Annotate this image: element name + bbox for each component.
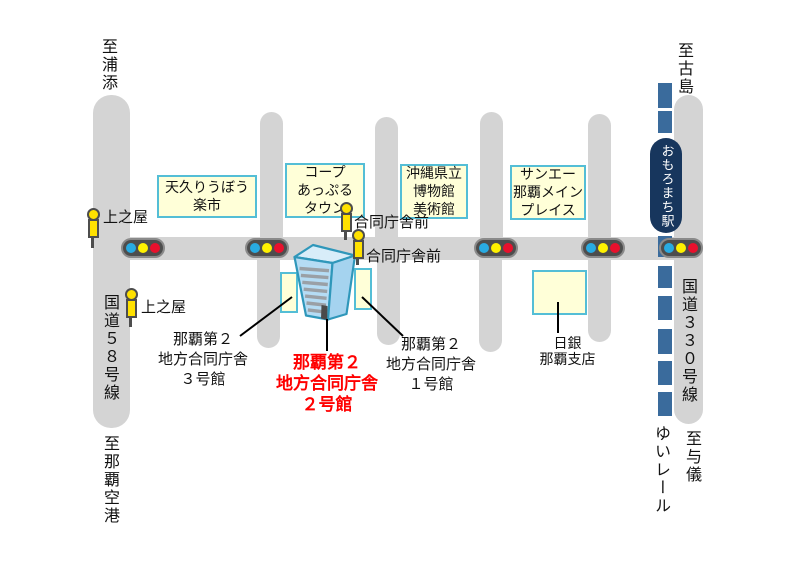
side-street-north-2	[375, 117, 398, 238]
signal-yellow-light	[676, 243, 686, 253]
label-boj-branch: 日銀 那覇支店	[539, 336, 596, 368]
signal-red-light	[688, 243, 698, 253]
bus-stop-icon	[341, 213, 352, 232]
side-street-north-1	[260, 112, 283, 238]
bus-stop-label-uenoya-north: 上之屋	[103, 208, 149, 226]
traffic-light-icon	[245, 238, 289, 258]
bus-stop-icon	[353, 240, 364, 259]
landmark-box-museum: 沖縄県立 博物館 美術館	[400, 164, 468, 219]
bus-stop-icon	[129, 318, 132, 327]
building-window-stripes	[299, 266, 330, 314]
side-street-north-3	[480, 112, 503, 238]
bus-stop-label-godochosha-lower: 合同庁舎前	[366, 247, 442, 265]
monorail-track-dash	[658, 111, 672, 133]
signal-blue-light	[126, 243, 136, 253]
direction-label-urasoe: 至浦添	[99, 38, 118, 92]
monorail-track-dash	[658, 361, 672, 385]
signal-blue-light	[479, 243, 489, 253]
monorail-line-label: ゆいレール	[652, 425, 671, 515]
label-building-2-highlight: 那覇第２ 地方合同庁舎 ２号館	[276, 353, 378, 415]
monorail-track-dash	[658, 296, 672, 320]
signal-blue-light	[250, 243, 260, 253]
monorail-station-label: おもろまち駅	[658, 143, 674, 228]
signal-blue-light	[586, 243, 596, 253]
signal-yellow-light	[138, 243, 148, 253]
signal-red-light	[274, 243, 284, 253]
signal-yellow-light	[598, 243, 608, 253]
direction-label-naha-airport: 至那覇空港	[101, 435, 120, 525]
landmark-label-museum: 沖縄県立 博物館 美術館	[406, 165, 462, 218]
building-1-box	[354, 268, 372, 310]
side-street-south-3	[479, 259, 502, 352]
signal-red-light	[150, 243, 160, 253]
boj-box	[532, 270, 587, 315]
label-building-3: 那覇第２ 地方合同庁舎 ３号館	[157, 330, 248, 388]
traffic-light-icon	[581, 238, 625, 258]
monorail-station-badge: おもろまち駅	[650, 138, 682, 233]
landmark-label-coop-apple-town: コープ あっぷる タウン	[297, 164, 353, 217]
bus-stop-icon	[91, 238, 94, 248]
road-label-route-58: 国道５８号線	[101, 294, 120, 402]
traffic-light-icon	[659, 238, 703, 258]
bus-stop-icon	[344, 232, 347, 240]
bus-stop-icon	[356, 259, 359, 265]
bus-stop-label-godochosha-upper: 合同庁舎前	[354, 213, 430, 231]
signal-red-light	[503, 243, 513, 253]
building-door	[321, 305, 328, 320]
traffic-light-icon	[121, 238, 165, 258]
bus-stop-icon	[126, 299, 137, 318]
direction-label-yogi: 至与儀	[683, 430, 702, 484]
landmark-box-rakuichi: 天久りうぼう 楽市	[157, 175, 257, 218]
traffic-light-icon	[474, 238, 518, 258]
bus-stop-icon	[88, 219, 99, 238]
side-street-south-4	[588, 259, 611, 342]
road-label-route-330: 国道３３０号線	[679, 278, 698, 404]
signal-yellow-light	[491, 243, 501, 253]
bus-stop-label-uenoya-south: 上之屋	[141, 298, 187, 316]
monorail-track-dash	[658, 329, 672, 354]
landmark-box-coop-apple-town: コープ あっぷる タウン	[285, 163, 365, 218]
signal-yellow-light	[262, 243, 272, 253]
monorail-track-dash	[658, 392, 672, 416]
building-3-box	[280, 272, 298, 313]
label-building-1: 那覇第２ 地方合同庁舎 １号館	[385, 335, 476, 393]
signal-blue-light	[664, 243, 674, 253]
landmark-label-rakuichi: 天久りうぼう 楽市	[165, 179, 249, 214]
landmark-label-san-a-main-place: サンエー 那覇メイン プレイス	[513, 166, 583, 219]
road-route-58	[93, 95, 130, 428]
monorail-track-dash	[658, 266, 672, 288]
signal-red-light	[610, 243, 620, 253]
direction-label-furujima: 至古島	[675, 42, 694, 96]
side-street-south-2	[377, 259, 400, 345]
monorail-track-dash	[658, 83, 672, 108]
side-street-north-4	[588, 114, 611, 238]
landmark-box-san-a-main-place: サンエー 那覇メイン プレイス	[510, 165, 586, 220]
